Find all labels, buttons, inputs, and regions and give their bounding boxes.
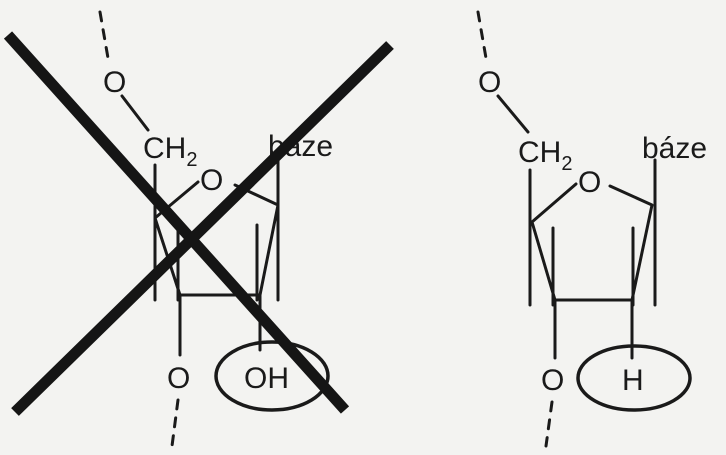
right-base-label: báze (642, 132, 707, 165)
left-backbone-top-dash (98, 10, 110, 60)
left-oh-highlight-ellipse (214, 340, 330, 412)
ribose-structure: O CH2 O báze O OH (3, 10, 394, 448)
right-ch2-label: CH2 (518, 136, 572, 175)
left-o-bottom-label: O (167, 362, 190, 395)
cross-out-stroke-2 (11, 41, 394, 416)
right-o-top-label: O (478, 66, 501, 99)
right-backbone-bottom-dash (544, 400, 554, 448)
left-backbone-bottom-dash (170, 398, 180, 448)
right-h-highlight-ellipse (576, 344, 692, 412)
right-ring (530, 182, 654, 302)
right-o-bottom-label: O (541, 364, 564, 397)
left-ring-o-label: O (200, 164, 223, 197)
left-ring (153, 180, 280, 297)
deoxyribose-structure: O CH2 O báze O H (476, 10, 707, 448)
right-o-to-ch2-bond (496, 94, 530, 134)
left-ch2-label: CH2 (143, 132, 197, 171)
left-oh-label: OH (244, 362, 289, 395)
right-h-label: H (622, 364, 644, 397)
cross-out-stroke-1 (3, 31, 350, 414)
left-o-top-label: O (103, 66, 126, 99)
left-o-to-ch2-bond (120, 94, 150, 132)
right-backbone-top-dash (476, 10, 488, 60)
right-ring-o-label: O (578, 166, 601, 199)
